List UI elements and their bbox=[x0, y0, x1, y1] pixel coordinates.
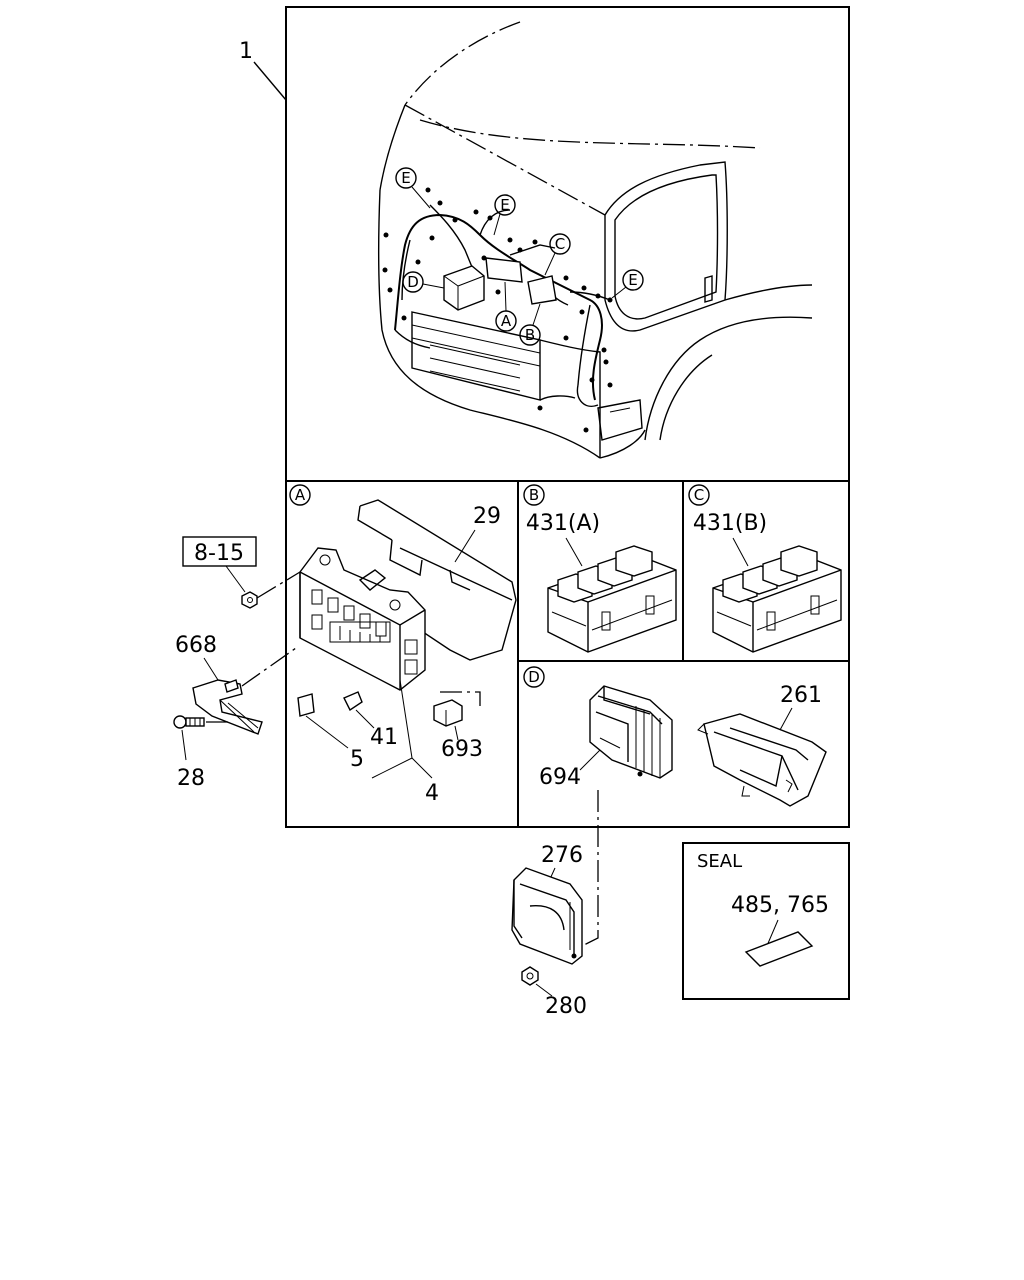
cover-261 bbox=[697, 713, 827, 807]
svg-text:280: 280 bbox=[545, 994, 587, 1019]
svg-text:28: 28 bbox=[177, 766, 205, 791]
svg-text:431(A): 431(A) bbox=[526, 511, 600, 536]
svg-text:694: 694 bbox=[539, 765, 581, 790]
svg-text:E: E bbox=[500, 196, 509, 214]
seal-numbers: 485, 765 bbox=[731, 893, 829, 918]
fuse-box bbox=[299, 547, 426, 691]
svg-text:D: D bbox=[528, 668, 540, 686]
controller-276: 276 bbox=[511, 843, 583, 965]
module-694 bbox=[589, 685, 673, 779]
seal-title: SEAL bbox=[697, 851, 742, 872]
marker-e-mid: E bbox=[493, 194, 516, 236]
svg-text:E: E bbox=[628, 271, 637, 289]
svg-text:B: B bbox=[529, 486, 539, 504]
callout-harness: 1 bbox=[239, 39, 287, 101]
marker-c-cab: C bbox=[544, 233, 571, 276]
bracket-668: 668 bbox=[175, 633, 263, 735]
panel-c: C 431(B) bbox=[688, 484, 842, 653]
svg-text:C: C bbox=[694, 486, 704, 504]
panel-b: B 431(A) bbox=[523, 484, 677, 653]
svg-text:41: 41 bbox=[370, 725, 398, 750]
svg-text:29: 29 bbox=[473, 504, 501, 529]
panel-a: A 29 bbox=[289, 484, 517, 806]
marker-b-cab: B bbox=[519, 303, 541, 346]
relay-693 bbox=[433, 699, 463, 741]
marker-e-right: E bbox=[611, 269, 644, 299]
fuse-part-5 bbox=[297, 693, 349, 749]
svg-text:1: 1 bbox=[239, 39, 253, 64]
svg-text:B: B bbox=[525, 326, 535, 344]
relay-431b bbox=[712, 545, 842, 653]
svg-text:D: D bbox=[407, 273, 419, 291]
ref-box-8-15: 8-15 bbox=[182, 536, 257, 593]
nut-icon bbox=[241, 591, 258, 609]
marker-a-cab: A bbox=[495, 281, 517, 332]
svg-text:C: C bbox=[555, 235, 565, 253]
svg-text:276: 276 bbox=[541, 843, 583, 868]
panel-d: D 694 261 bbox=[523, 666, 827, 807]
svg-text:E: E bbox=[401, 169, 410, 187]
seal-box: SEAL 485, 765 bbox=[682, 842, 850, 1000]
svg-text:A: A bbox=[295, 486, 306, 504]
svg-text:5: 5 bbox=[350, 747, 364, 772]
svg-text:8-15: 8-15 bbox=[194, 541, 244, 566]
svg-text:A: A bbox=[501, 312, 512, 330]
nut-280 bbox=[521, 966, 553, 997]
marker-e-left: E bbox=[395, 167, 431, 209]
svg-text:4: 4 bbox=[425, 781, 439, 806]
fuse-part-41 bbox=[343, 691, 375, 729]
relay-block-cover bbox=[357, 499, 517, 661]
svg-text:668: 668 bbox=[175, 633, 217, 658]
marker-d-cab: D bbox=[402, 271, 445, 293]
svg-text:693: 693 bbox=[441, 737, 483, 762]
wiring-harness bbox=[382, 187, 613, 433]
svg-text:261: 261 bbox=[780, 683, 822, 708]
svg-text:431(B): 431(B) bbox=[693, 511, 767, 536]
main-frame bbox=[285, 6, 850, 828]
truck-cab-illustration bbox=[377, 21, 813, 459]
relay-431a bbox=[547, 545, 677, 653]
bolt-28 bbox=[173, 715, 232, 761]
